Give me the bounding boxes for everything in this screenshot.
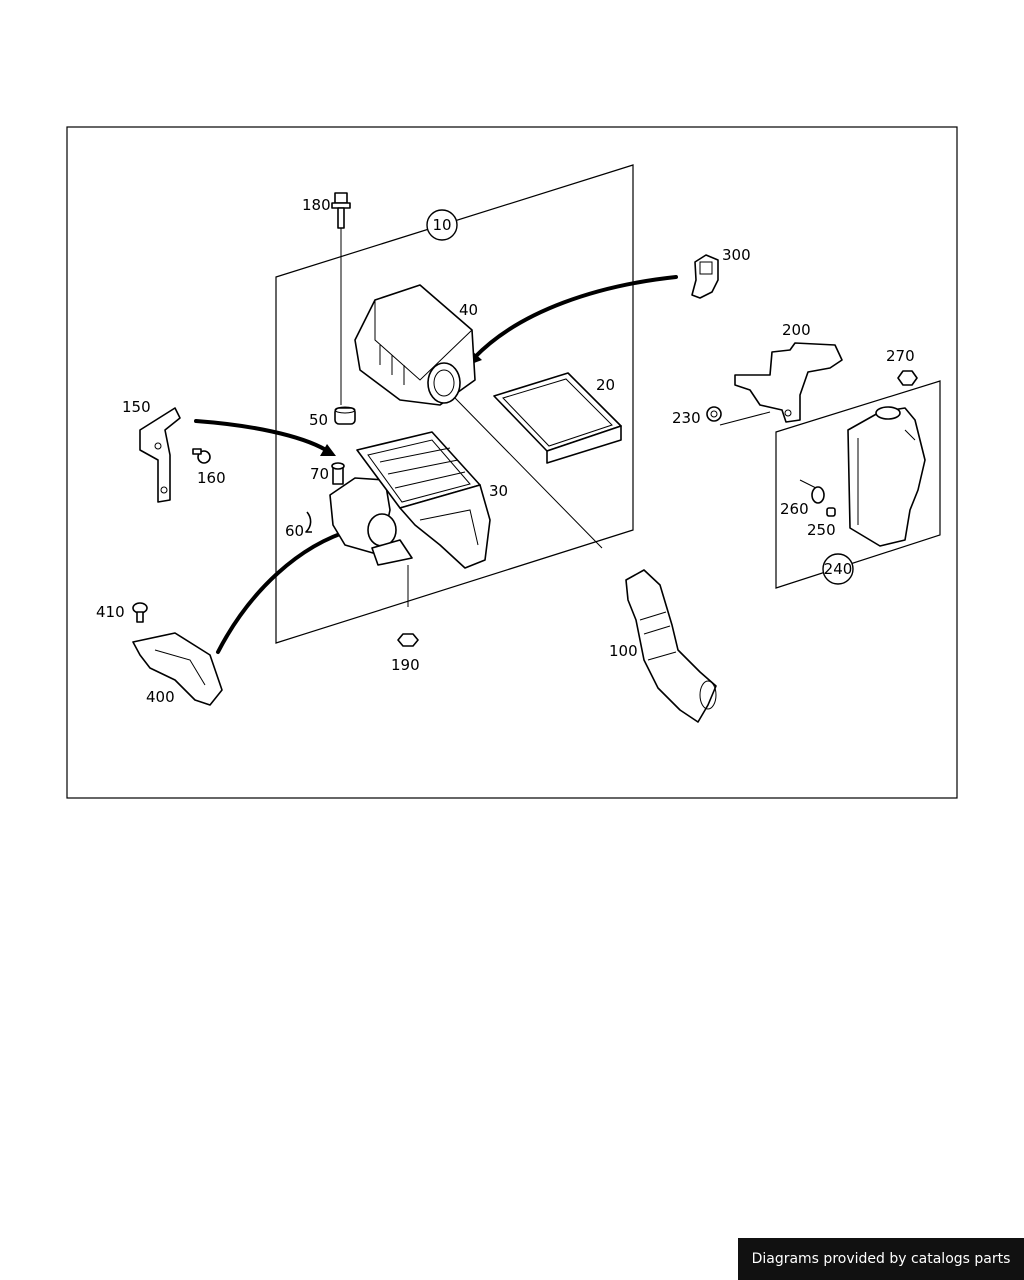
label-20: 20 xyxy=(596,376,615,394)
part-labels: 180 300 40 200 270 20 150 230 50 70 160 … xyxy=(96,196,915,706)
label-250: 250 xyxy=(807,521,836,539)
screw-160-part xyxy=(192,448,211,464)
filter-element-20-part xyxy=(493,372,622,464)
filter-housing-30-part xyxy=(329,431,491,569)
plug-250-part xyxy=(826,507,836,517)
clip-410-part xyxy=(132,602,148,623)
assembly-240-marker: 240 xyxy=(822,553,854,585)
label-100: 100 xyxy=(609,642,638,660)
label-160: 160 xyxy=(197,469,226,487)
nut-270-part xyxy=(897,370,918,386)
leader-lines xyxy=(340,228,825,607)
label-60: 60 xyxy=(285,522,304,540)
credit-banner: Diagrams provided by catalogs parts xyxy=(738,1238,1024,1280)
label-50: 50 xyxy=(309,411,328,429)
label-70: 70 xyxy=(310,465,329,483)
label-260: 260 xyxy=(780,500,809,518)
bracket-200-part xyxy=(734,342,843,423)
label-240: 240 xyxy=(824,560,853,578)
intake-hose-100-part xyxy=(625,569,717,723)
clip-60-part xyxy=(305,511,312,533)
grommet-50-part xyxy=(334,406,356,425)
label-400: 400 xyxy=(146,688,175,706)
stud-70-part xyxy=(331,462,345,485)
label-410: 410 xyxy=(96,603,125,621)
resonator-240-part xyxy=(847,406,926,547)
nut-190-part xyxy=(397,633,419,647)
label-30: 30 xyxy=(489,482,508,500)
label-10: 10 xyxy=(432,216,451,234)
diagram-frame xyxy=(66,126,958,799)
sensor-300-part xyxy=(691,254,719,299)
nut-230-part xyxy=(706,406,722,422)
label-300: 300 xyxy=(722,246,751,264)
label-200: 200 xyxy=(782,321,811,339)
intake-duct-400-part xyxy=(132,632,223,706)
assembly-10-panel xyxy=(275,164,634,644)
filter-cover-40-part xyxy=(354,284,476,406)
arrow-head-150 xyxy=(320,444,336,456)
bolt-180-part xyxy=(331,192,351,229)
label-40: 40 xyxy=(459,301,478,319)
fitting-260-part xyxy=(811,486,825,504)
label-270: 270 xyxy=(886,347,915,365)
label-150: 150 xyxy=(122,398,151,416)
label-180: 180 xyxy=(302,196,331,214)
label-190: 190 xyxy=(391,656,420,674)
bracket-150-part xyxy=(139,407,181,503)
label-230: 230 xyxy=(672,409,701,427)
assembly-10-marker: 10 xyxy=(426,209,458,241)
assembly-240-panel xyxy=(775,380,941,589)
